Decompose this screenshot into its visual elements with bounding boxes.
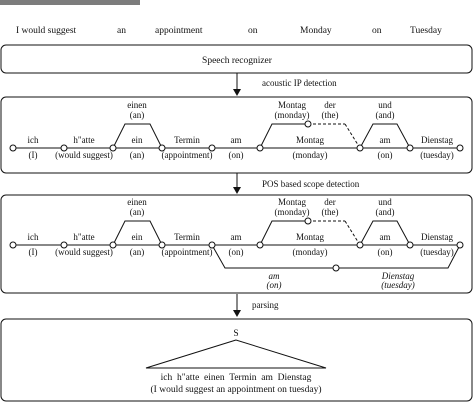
lattice-label: ein [132, 232, 143, 242]
acoustic-nodes [9, 120, 464, 152]
step-pos-label: POS based scope detection [262, 179, 360, 189]
lattice-label: am [380, 135, 391, 145]
lattice-label: (monday) [293, 150, 328, 160]
scope-am: am [269, 271, 281, 281]
lattice-label: h"atte [73, 232, 94, 242]
lattice-label: einen [127, 197, 147, 207]
node [109, 241, 117, 249]
lattice-label: (on) [229, 247, 244, 257]
lattice-label: (appointment) [162, 247, 213, 257]
lattice-label: (tuesday) [420, 150, 454, 160]
lattice-label: (an) [130, 207, 145, 217]
input-word-2: an [117, 26, 126, 36]
lattice-label: ein [132, 135, 143, 145]
lattice-label: (monday) [293, 247, 328, 257]
lattice-label: am [231, 232, 242, 242]
acoustic-labels: ich (I) h"atte (would suggest) einen (an… [28, 100, 454, 160]
node [60, 144, 68, 152]
node [9, 144, 17, 152]
input-word-4: on [248, 26, 258, 36]
lattice-label: (an) [130, 150, 145, 160]
lattice-label: ich [28, 232, 39, 242]
node [158, 241, 166, 249]
parse-words: ich h"atte einen Termin am Dienstag [161, 373, 312, 383]
lattice-label: (would suggest) [55, 247, 113, 257]
lattice-label: (the) [322, 207, 339, 217]
input-word-3: appointment [155, 26, 203, 36]
lattice-label: am [380, 232, 391, 242]
lattice-label: ich [28, 135, 39, 145]
lattice-label: Dienstag [421, 135, 453, 145]
lattice-label: der [324, 100, 336, 110]
lattice-label: (an) [130, 247, 145, 257]
lattice-label: (the) [322, 110, 339, 120]
scope-nodes [9, 217, 464, 272]
lattice-label: Montag [296, 232, 324, 242]
lattice-label: (on) [378, 247, 393, 257]
lattice-label: (and) [376, 110, 395, 120]
input-word-5: Monday [300, 26, 332, 36]
node [332, 264, 340, 272]
lattice-label: Montag [278, 100, 306, 110]
lattice-label: der [324, 197, 336, 207]
node [256, 241, 264, 249]
node [456, 241, 464, 249]
parse-root-label: S [233, 329, 238, 339]
input-word-6: on [372, 26, 382, 36]
lattice-label: (on) [229, 150, 244, 160]
lattice-label: (would suggest) [55, 150, 113, 160]
lattice-label: (on) [378, 150, 393, 160]
scope-dienstag: Dienstag [381, 271, 415, 281]
speech-recognizer-label: Speech recognizer [202, 56, 273, 66]
lattice-label: am [231, 135, 242, 145]
lattice-label: (monday) [275, 207, 310, 217]
node [456, 144, 464, 152]
node [356, 144, 364, 152]
node [9, 241, 17, 249]
lattice-label: h"atte [73, 135, 94, 145]
lattice-label: Termin [174, 135, 200, 145]
input-sentence: I would suggest an appointment on Monday… [16, 26, 442, 36]
scope-am-gloss: (on) [267, 280, 282, 290]
node [304, 120, 312, 128]
lattice-label: (I) [29, 150, 38, 160]
node [356, 241, 364, 249]
step-acoustic-label: acoustic IP detection [262, 78, 337, 88]
node [158, 144, 166, 152]
node [109, 144, 117, 152]
lattice-label: Dienstag [421, 232, 453, 242]
lattice-label: Montag [296, 135, 324, 145]
node [60, 241, 68, 249]
node [406, 144, 414, 152]
input-word-7: Tuesday [410, 26, 442, 36]
lattice-label: (and) [376, 207, 395, 217]
parse-tree-triangle [145, 339, 327, 369]
step-parsing-label: parsing [252, 300, 279, 310]
lattice-label: einen [127, 100, 147, 110]
input-word-1: I would suggest [16, 26, 77, 36]
scope-labels: ich (I) h"atte (would suggest) einen (an… [28, 197, 454, 290]
lattice-label: Termin [174, 232, 200, 242]
lattice-label: (monday) [275, 110, 310, 120]
lattice-label: (appointment) [162, 150, 213, 160]
parse-gloss: (I would suggest an appointment on tuesd… [151, 384, 322, 395]
lattice-label: (an) [130, 110, 145, 120]
node [208, 144, 216, 152]
lattice-label: und [378, 100, 392, 110]
node [406, 241, 414, 249]
node [256, 144, 264, 152]
scope-dienstag-gloss: (tuesday) [381, 280, 415, 290]
node [208, 241, 216, 249]
lattice-label: (tuesday) [420, 247, 454, 257]
lattice-label: Montag [278, 197, 306, 207]
lattice-label: und [378, 197, 392, 207]
node [304, 217, 312, 225]
clipped-heading [0, 0, 140, 5]
lattice-label: (I) [29, 247, 38, 257]
